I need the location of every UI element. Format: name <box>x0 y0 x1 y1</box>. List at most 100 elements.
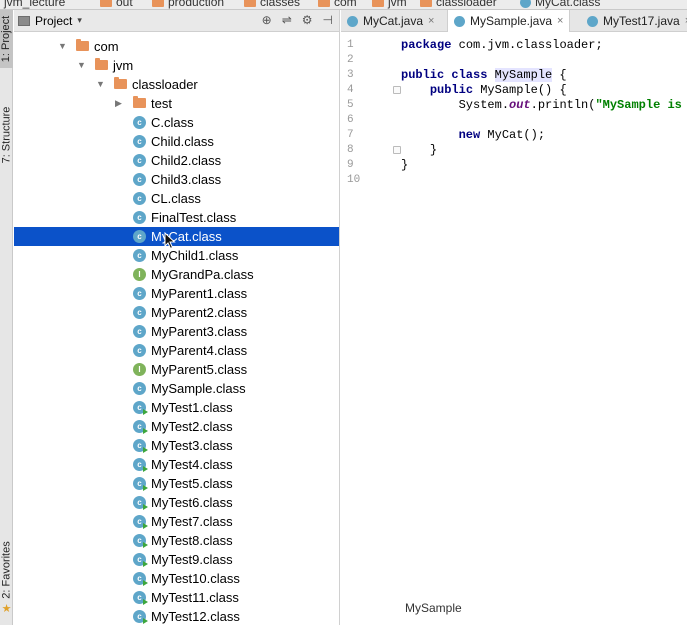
code-line-6 <box>401 113 687 128</box>
chevron-right-icon[interactable]: ▶ <box>115 98 122 108</box>
code-line-1: package com.jvm.classloader; <box>401 38 603 52</box>
breadcrumb-item-jvm[interactable]: jvm <box>372 0 407 9</box>
settings-gear-icon[interactable]: ⚙ <box>301 13 313 27</box>
fold-marker-icon[interactable] <box>393 86 401 94</box>
folder-icon <box>100 0 112 7</box>
line-number: 9 <box>347 159 354 171</box>
tool-window-strip: 1: Project 7: Structure 2: Favorites ★ <box>0 10 13 625</box>
breadcrumb-item-classes[interactable]: classes <box>244 0 300 9</box>
breadcrumb-item-mycat[interactable]: MyCat.class <box>520 0 600 9</box>
runnable-class-icon: c <box>133 553 148 567</box>
tree-item-label: MyTest6.class <box>151 495 233 510</box>
locate-target-icon[interactable]: ⊕ <box>261 13 272 27</box>
code-line-9: } <box>401 158 409 172</box>
class-icon <box>520 0 531 8</box>
mouse-cursor-icon <box>164 232 176 250</box>
chevron-down-icon[interactable]: ▼ <box>96 79 105 89</box>
favorites-tool-tab[interactable]: 2: Favorites <box>0 541 13 599</box>
tree-file-item[interactable]: c MyChild1.class <box>14 246 339 265</box>
tree-item-label: MyTest9.class <box>151 552 233 567</box>
tree-item-label: MySample.class <box>151 381 246 396</box>
dropdown-arrow-icon[interactable]: ▾ <box>77 15 82 25</box>
fold-marker-icon[interactable] <box>393 146 401 154</box>
tree-item-label: MyParent1.class <box>151 286 248 301</box>
tree-folder-item[interactable]: ▶ test <box>14 94 339 113</box>
close-tab-icon[interactable]: × <box>557 15 564 27</box>
runnable-class-icon: c <box>133 591 148 605</box>
project-panel-title[interactable]: Project <box>35 13 73 28</box>
class-icon: c <box>133 135 146 148</box>
breadcrumb-item-com[interactable]: com <box>318 0 357 9</box>
tab-mytest17-java[interactable]: MyTest17.java × <box>581 10 687 32</box>
tree-item-label: Child2.class <box>151 153 222 168</box>
tree-item-label: MyChild1.class <box>151 248 239 263</box>
tree-item-label: test <box>151 96 172 111</box>
structure-tool-tab[interactable]: 7: Structure <box>0 106 13 164</box>
tree-file-item[interactable]: c Child2.class <box>14 151 339 170</box>
collapse-all-icon[interactable]: ⇌ <box>281 13 292 27</box>
tree-item-label: MyTest8.class <box>151 533 233 548</box>
tree-item-label: FinalTest.class <box>151 210 237 225</box>
chevron-down-icon[interactable]: ▼ <box>58 41 67 51</box>
tree-folder-item[interactable]: ▼ com <box>14 37 339 56</box>
close-tab-icon[interactable]: × <box>685 15 687 27</box>
chevron-down-icon[interactable]: ▼ <box>77 60 86 70</box>
line-number: 6 <box>347 114 354 126</box>
tree-file-item[interactable]: c CL.class <box>14 189 339 208</box>
tree-folder-item[interactable]: ▼classloader <box>14 75 339 94</box>
tree-folder-item[interactable]: ▼jvm <box>14 56 339 75</box>
hide-panel-icon[interactable]: ⊣ <box>322 13 333 27</box>
breadcrumb-item-out[interactable]: out <box>100 0 133 9</box>
class-icon: c <box>133 154 146 167</box>
tree-item-label: MyGrandPa.class <box>151 267 254 282</box>
project-tool-tab[interactable]: 1: Project <box>0 10 13 68</box>
runnable-class-icon: c <box>133 515 148 529</box>
breadcrumb-item-production[interactable]: production <box>152 0 224 9</box>
tab-mysample-java[interactable]: MySample.java × <box>447 10 571 32</box>
tree-item-label: MyTest7.class <box>151 514 233 529</box>
tree-item-label: com <box>94 39 119 54</box>
breadcrumb-item-classloader[interactable]: classloader <box>420 0 497 9</box>
line-number: 1 <box>347 39 354 51</box>
code-area[interactable]: package com.jvm.classloader; public clas… <box>401 38 687 188</box>
class-icon: c <box>133 192 146 205</box>
close-tab-icon[interactable]: × <box>428 15 435 27</box>
tree-item-label: MyCat.class <box>151 229 222 244</box>
runnable-class-icon: c <box>133 401 148 415</box>
code-line-8: } <box>429 143 438 157</box>
code-line-2 <box>401 53 687 68</box>
code-line-4: public MySample() { <box>429 83 567 97</box>
tab-mycat-java[interactable]: MyCat.java × <box>341 10 440 32</box>
project-panel-header: Project ▾ ⊕ ⇌ ⚙ ⊣ <box>14 10 339 32</box>
class-icon: c <box>133 249 146 262</box>
tree-item-label: CL.class <box>151 191 201 206</box>
tree-item-label: MyTest3.class <box>151 438 233 453</box>
tree-item-label: MyTest11.class <box>151 590 239 605</box>
breadcrumb-item-module[interactable]: jvm_lecture <box>4 0 66 9</box>
editor-breadcrumb[interactable]: MySample <box>405 601 462 615</box>
